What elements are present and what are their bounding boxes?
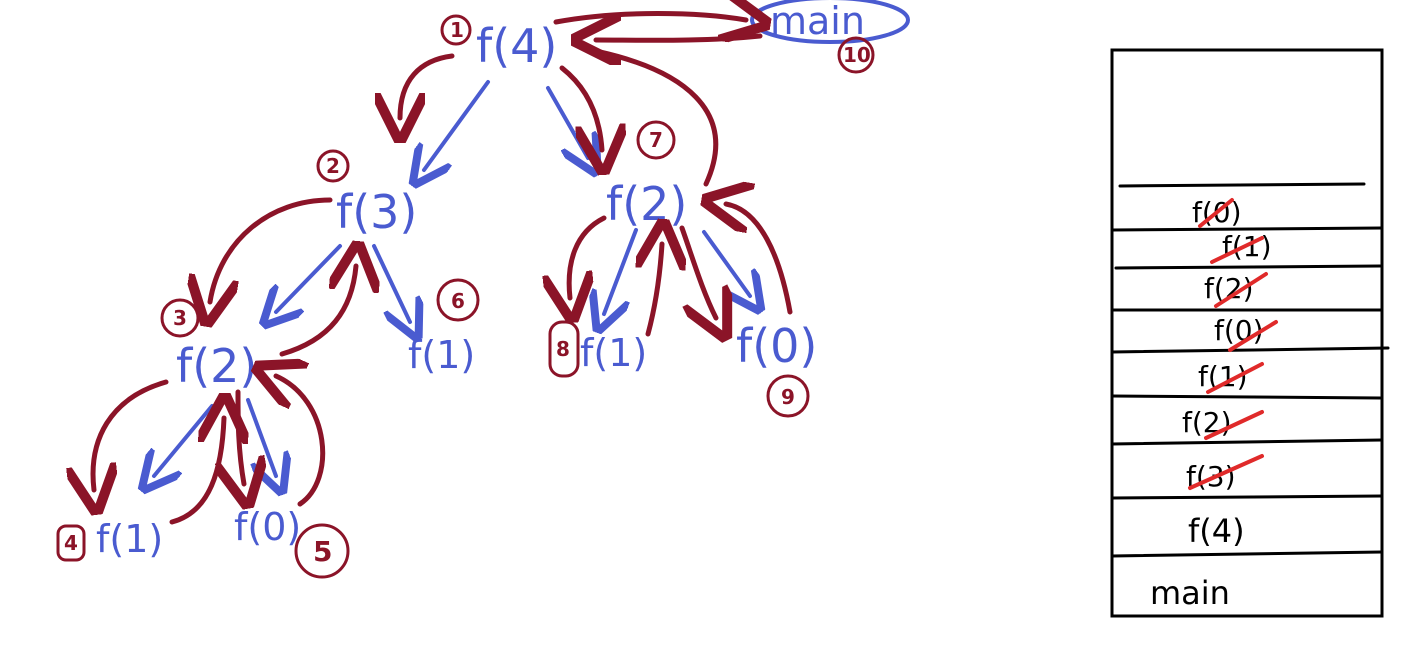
flow-f0-return-rf2 [726,204,793,315]
stack-divider [1118,182,1366,188]
flow-rf2-call-f0 [679,225,716,318]
stack-divider [1110,394,1382,400]
step-circle [766,374,810,418]
step-number: 10 [843,43,871,67]
flow-f4-call-f2 [559,65,602,150]
node-main: main 10 [750,0,910,74]
step-circle [316,149,350,183]
step-circle [56,524,86,562]
stack-divider [1110,438,1384,446]
stack-divider [1110,550,1384,558]
node-label: f(2) [176,339,257,393]
node-label: f(1) [408,333,475,377]
node-right-f2: f(2) 7 [606,120,687,231]
edge-rf2-f0 [702,230,750,296]
stack-strike [1228,320,1278,352]
step-number: 6 [451,289,465,313]
step-number: 3 [173,306,187,330]
node-f2-left-f1: f(1) 4 [56,517,163,562]
stack-divider [1114,264,1382,270]
step-number: 2 [326,154,340,178]
step-number: 8 [556,337,570,361]
stack-divider [1110,226,1384,232]
edge-rf2-f1 [604,228,638,314]
stack-frame: f(0) [1214,314,1264,347]
stack-strike [1210,236,1264,264]
stack-divider [1110,346,1390,354]
node-label: f(0) [736,319,817,373]
flow-arrows [93,14,793,525]
step-number: 5 [313,535,332,568]
stack-strike [1214,272,1268,308]
step-number: 4 [64,531,78,555]
node-f2-right-f0: f(0) 5 [234,505,350,579]
node-f3-left-f2: f(2) 3 [160,298,257,393]
node-f3: f(3) 2 [316,149,417,239]
node-label: f(2) [606,177,687,231]
stack-frame: f(4) [1188,512,1245,550]
node-right-f2-right-f0: f(0) 9 [736,319,817,418]
edge-f3-f1 [372,244,410,322]
call-stack: f(0) f(1) f(2) f(0) f(1) f(2) f(3) f(4) … [1110,48,1390,618]
step-circle [636,120,676,160]
node-label: f(0) [234,505,301,549]
node-label: f(4) [476,19,557,73]
edge-f3-f2 [276,244,342,312]
flow-f2-call-f0 [238,389,244,484]
step-number: 9 [781,385,795,409]
flow-f2-return-f3 [279,266,356,357]
edge-f4-f2 [546,86,588,158]
flow-f0-return [276,376,326,507]
stack-frame: main [1150,574,1230,612]
flow-f2-call-f1 [93,379,169,490]
stack-strike [1204,410,1264,440]
edge-f4-f3 [424,80,490,170]
flow-f1-return [169,418,224,525]
flow-f4-call-f3 [400,53,455,118]
edge-f2-f0 [246,398,276,476]
stack-strike [1188,454,1264,490]
node-root: f(4) 1 [440,14,557,73]
flow-f3-call-f2 [210,197,333,302]
node-label: f(1) [96,517,163,561]
stack-strike [1206,362,1264,394]
step-number: 7 [649,128,663,152]
main-label: main [770,0,865,43]
step-number: 1 [450,18,464,42]
node-right-f2-left-f1: f(1) 8 [548,320,647,378]
stack-strike [1198,198,1234,228]
flow-f4-to-main [553,14,746,23]
node-label: f(3) [336,185,417,239]
stack-frame: f(2) [1182,406,1232,439]
step-circle [436,278,480,322]
stack-divider [1110,494,1384,500]
node-label: f(1) [580,331,647,375]
flow-f2-return [597,49,719,187]
node-f3-right-f1: f(1) 6 [408,278,480,377]
flow-rf2-call-f1 [569,215,607,298]
stack-border [1110,48,1384,618]
flow-main-back [596,36,763,40]
step-circle [294,523,350,579]
step-circle [837,36,875,74]
edge-f2-f1 [154,404,214,476]
step-circle [440,14,472,46]
flow-f1-return-rf2 [648,244,662,337]
